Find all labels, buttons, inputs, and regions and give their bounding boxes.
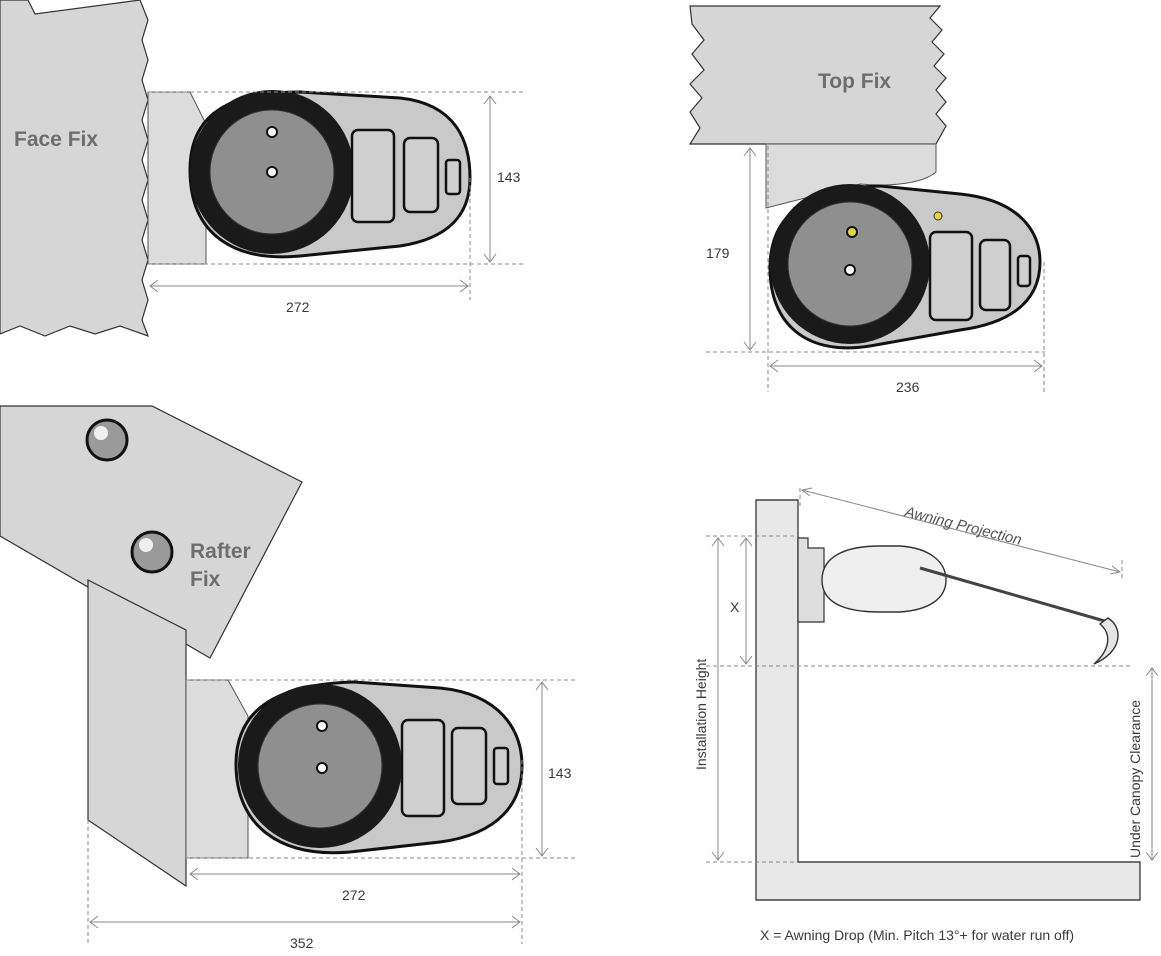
face-fix-diagram: Face Fix 143 272 bbox=[0, 0, 525, 337]
face-fix-width-dim: 272 bbox=[286, 299, 310, 315]
rafter-fix-title-line2: Fix bbox=[190, 568, 221, 591]
wall-panel bbox=[0, 0, 150, 337]
top-fix-height-dim: 179 bbox=[706, 245, 730, 261]
wall-bracket bbox=[797, 537, 825, 623]
top-fix-width-dim: 236 bbox=[896, 379, 920, 395]
rafter-fix-title-line1: Rafter bbox=[190, 540, 251, 563]
top-fix-diagram: Top Fix 179 236 bbox=[688, 5, 1045, 395]
face-fix-title: Face Fix bbox=[14, 128, 98, 151]
top-fix-cassette bbox=[768, 184, 1042, 350]
awning-drop-footnote: X = Awning Drop (Min. Pitch 13°+ for wat… bbox=[760, 927, 1074, 943]
awning-projection-label: Awning Projection bbox=[902, 503, 1023, 549]
rafter-fix-overall-width-dim: 352 bbox=[290, 935, 314, 951]
bolt-head bbox=[85, 418, 129, 462]
wall-and-floor-profile bbox=[755, 499, 1141, 901]
bolt-head bbox=[130, 530, 174, 574]
top-fix-title: Top Fix bbox=[818, 70, 891, 93]
vertical-post bbox=[87, 579, 187, 888]
front-rail bbox=[1093, 617, 1119, 665]
awning-cassette-outline bbox=[821, 545, 947, 613]
rafter-fix-height-dim: 143 bbox=[548, 765, 572, 781]
top-bracket bbox=[765, 143, 937, 209]
under-canopy-clearance-label: Under Canopy Clearance bbox=[1127, 700, 1143, 858]
awning-arm bbox=[919, 566, 1109, 624]
awning-drop-x-label: X bbox=[730, 599, 740, 615]
ceiling-panel bbox=[688, 5, 947, 145]
installation-schematic: Awning Projection X Installation Height … bbox=[693, 487, 1159, 943]
awning-cassette bbox=[188, 90, 472, 259]
rafter-fix-diagram: Rafter Fix 143 272 352 bbox=[0, 405, 575, 951]
rafter-fix-width-dim: 272 bbox=[342, 887, 366, 903]
installation-height-label: Installation Height bbox=[693, 659, 709, 770]
rafter-fix-cassette bbox=[234, 680, 524, 855]
face-fix-height-dim: 143 bbox=[497, 169, 521, 185]
